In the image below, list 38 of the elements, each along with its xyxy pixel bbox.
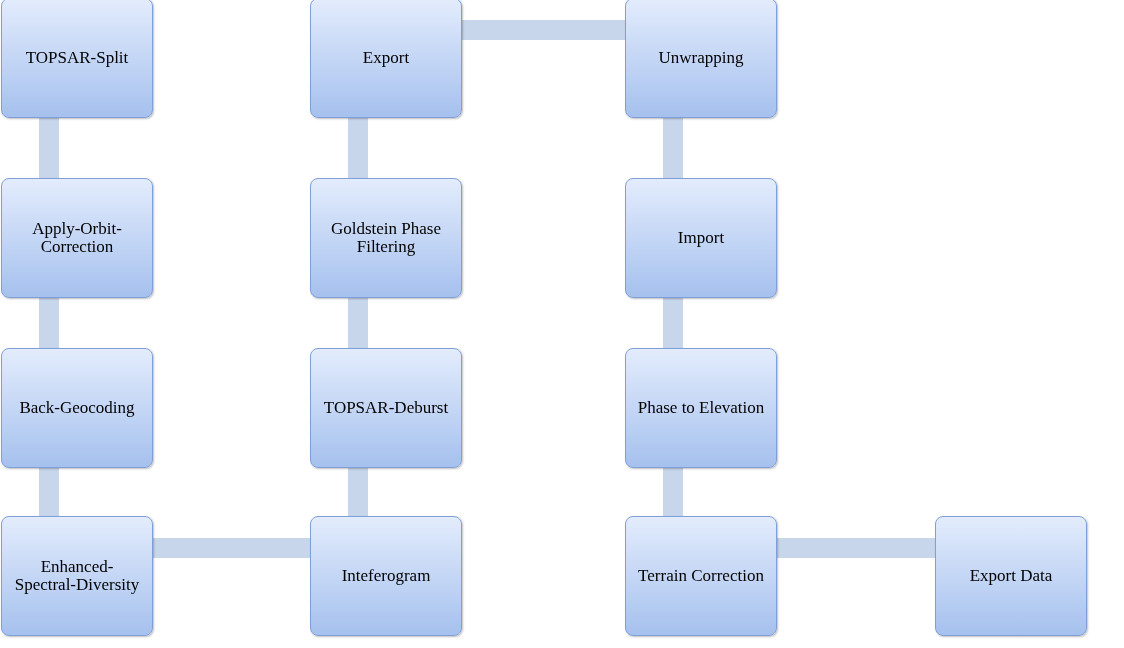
process-box bbox=[310, 516, 462, 636]
process-box bbox=[310, 0, 462, 118]
connector-bar bbox=[663, 298, 683, 348]
process-box bbox=[935, 516, 1087, 636]
box-label: Unwrapping bbox=[658, 49, 744, 67]
connector-bar bbox=[663, 118, 683, 178]
connector-bar bbox=[39, 468, 59, 516]
connector-bar bbox=[39, 118, 59, 178]
process-box bbox=[625, 0, 777, 118]
process-box bbox=[625, 516, 777, 636]
connector-bar bbox=[777, 538, 935, 558]
connector-bar bbox=[153, 538, 310, 558]
process-box bbox=[310, 178, 462, 298]
connector-bar bbox=[39, 298, 59, 348]
box-label: Export Data bbox=[969, 567, 1053, 585]
process-box bbox=[1, 178, 153, 298]
box-label: Terrain Correction bbox=[638, 567, 764, 585]
connector-bar bbox=[348, 468, 368, 516]
process-box bbox=[1, 348, 153, 468]
process-box bbox=[1, 516, 153, 636]
process-box bbox=[310, 348, 462, 468]
box-label: Goldstein Phase Filtering bbox=[330, 220, 442, 256]
box-label: Export bbox=[362, 49, 410, 67]
connector-bar bbox=[462, 20, 625, 40]
box-label: TOPSAR-Split bbox=[25, 49, 129, 67]
box-label: Back-Geocoding bbox=[19, 399, 135, 417]
box-label: Phase to Elevation bbox=[637, 399, 765, 417]
process-box bbox=[625, 348, 777, 468]
connector-bar bbox=[663, 468, 683, 516]
box-label: Enhanced-Spectral-Diversity bbox=[13, 558, 141, 594]
connector-bar bbox=[348, 298, 368, 348]
process-box bbox=[625, 178, 777, 298]
box-label: Import bbox=[677, 229, 725, 247]
box-label: TOPSAR-Deburst bbox=[323, 399, 449, 417]
box-label: Inteferogram bbox=[341, 567, 431, 585]
box-label: Apply-Orbit-Correction bbox=[31, 220, 123, 256]
process-box bbox=[1, 0, 153, 118]
connector-bar bbox=[348, 118, 368, 178]
